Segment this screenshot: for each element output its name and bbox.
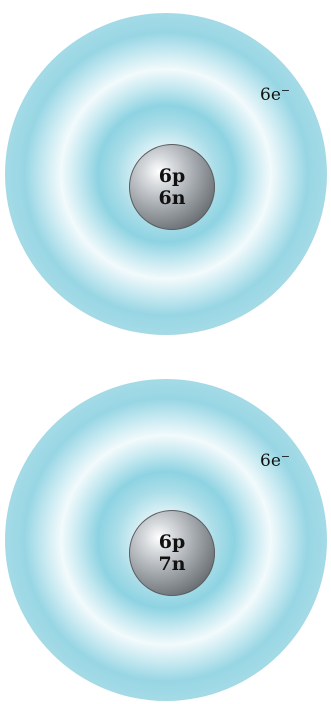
proton-count: 6p [159, 531, 186, 553]
atom-diagram-top: 6e− 6p 6n [0, 8, 331, 338]
nucleus: 6p 6n [129, 144, 215, 230]
neutron-count: 6n [158, 187, 185, 209]
atom-diagram-bottom: 6e− 6p 7n [0, 374, 331, 704]
electron-charge: − [281, 84, 290, 97]
electron-count-label: 6e− [260, 84, 290, 105]
electron-charge: − [281, 450, 290, 463]
nucleus: 6p 7n [129, 510, 215, 596]
proton-count: 6p [159, 165, 186, 187]
neutron-count: 7n [158, 553, 185, 575]
electron-count: 6e [260, 85, 281, 105]
electron-count: 6e [260, 451, 281, 471]
electron-count-label: 6e− [260, 450, 290, 471]
